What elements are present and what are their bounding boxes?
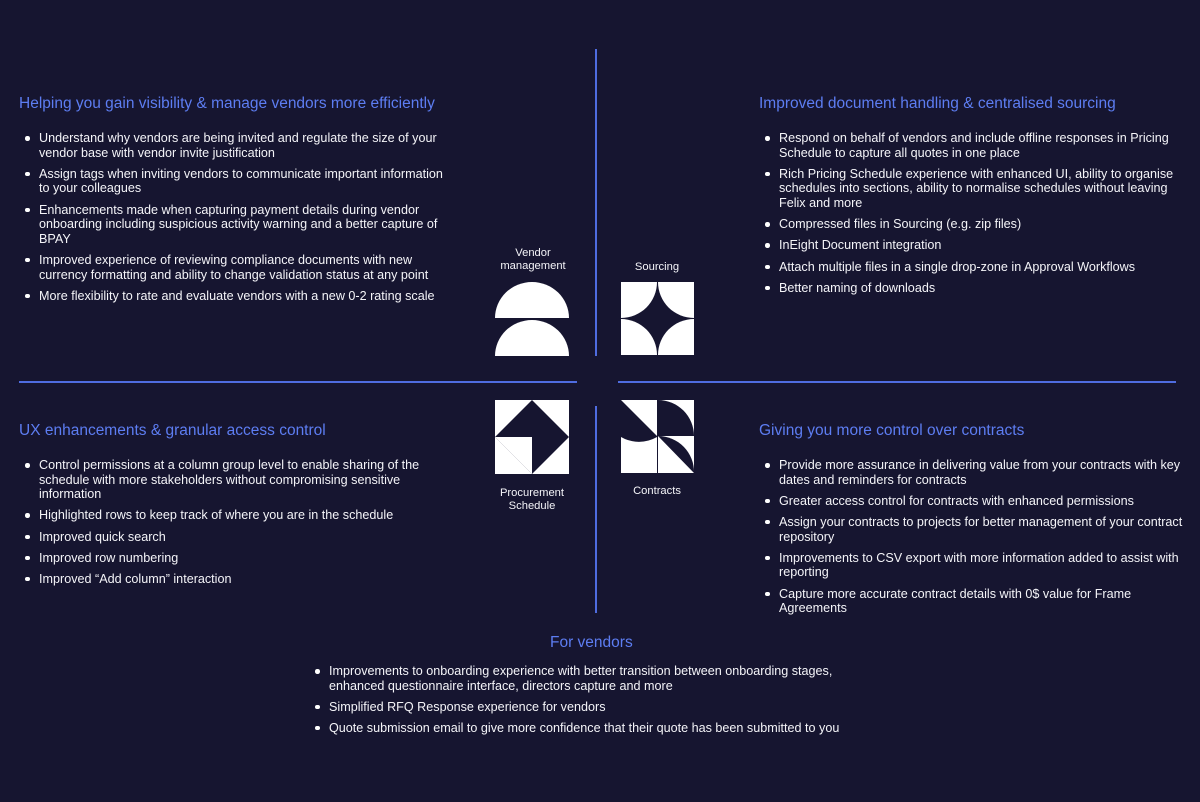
- section-heading: Giving you more control over contracts: [759, 422, 1025, 439]
- list-item: More flexibility to rate and evaluate ve…: [19, 289, 449, 304]
- quadrant-ux-access-control: UX enhancements & granular access contro…: [19, 422, 449, 593]
- procurement-schedule-icon: [495, 400, 569, 474]
- list-item: Improved “Add column” interaction: [19, 572, 449, 587]
- list-item: Respond on behalf of vendors and include…: [759, 131, 1184, 160]
- horizontal-divider-right: [618, 381, 1176, 383]
- list-item: Enhancements made when capturing payment…: [19, 203, 449, 247]
- contracts-label: Contracts: [633, 485, 681, 497]
- feature-list: Respond on behalf of vendors and include…: [759, 131, 1184, 295]
- list-item: Provide more assurance in delivering val…: [759, 458, 1184, 487]
- sourcing-icon: [621, 282, 694, 355]
- section-heading: UX enhancements & granular access contro…: [19, 422, 326, 439]
- section-heading: Improved document handling & centralised…: [759, 95, 1116, 112]
- list-item: Improvements to CSV export with more inf…: [759, 551, 1184, 580]
- vendors-section: For vendors Improvements to onboarding e…: [309, 634, 889, 742]
- vendor-management-label: Vendor management: [500, 247, 566, 273]
- list-item: Assign your contracts to projects for be…: [759, 515, 1184, 544]
- horizontal-divider-left: [19, 381, 577, 383]
- section-heading: For vendors: [550, 634, 633, 651]
- list-item: Attach multiple files in a single drop-z…: [759, 260, 1184, 275]
- list-item: Simplified RFQ Response experience for v…: [309, 700, 889, 715]
- sourcing-label: Sourcing: [634, 261, 680, 273]
- procurement-schedule-label: Procurement Schedule: [499, 487, 565, 513]
- list-item: Understand why vendors are being invited…: [19, 131, 449, 160]
- list-item: Better naming of downloads: [759, 281, 1184, 296]
- feature-list: Improvements to onboarding experience wi…: [309, 664, 889, 736]
- list-item: Control permissions at a column group le…: [19, 458, 449, 502]
- feature-list: Control permissions at a column group le…: [19, 458, 449, 587]
- list-item: Improved row numbering: [19, 551, 449, 566]
- list-item: Capture more accurate contract details w…: [759, 587, 1184, 616]
- list-item: Rich Pricing Schedule experience with en…: [759, 167, 1184, 211]
- feature-list: Understand why vendors are being invited…: [19, 131, 449, 303]
- list-item: Improvements to onboarding experience wi…: [309, 664, 889, 693]
- quadrant-vendor-visibility: Helping you gain visibility & manage ven…: [19, 95, 449, 310]
- contracts-icon: [621, 400, 694, 473]
- list-item: Highlighted rows to keep track of where …: [19, 508, 449, 523]
- list-item: Improved quick search: [19, 530, 449, 545]
- vertical-divider-top: [595, 49, 597, 356]
- list-item: Compressed files in Sourcing (e.g. zip f…: [759, 217, 1184, 232]
- quadrant-document-sourcing: Improved document handling & centralised…: [759, 95, 1184, 302]
- feature-list: Provide more assurance in delivering val…: [759, 458, 1184, 616]
- list-item: InEight Document integration: [759, 238, 1184, 253]
- list-item: Improved experience of reviewing complia…: [19, 253, 449, 282]
- quadrant-contracts-control: Giving you more control over contracts P…: [759, 422, 1184, 622]
- vendor-management-icon: [495, 282, 569, 356]
- section-heading: Helping you gain visibility & manage ven…: [19, 95, 435, 112]
- list-item: Greater access control for contracts wit…: [759, 494, 1184, 509]
- list-item: Quote submission email to give more conf…: [309, 721, 889, 736]
- vertical-divider-bottom: [595, 406, 597, 613]
- list-item: Assign tags when inviting vendors to com…: [19, 167, 449, 196]
